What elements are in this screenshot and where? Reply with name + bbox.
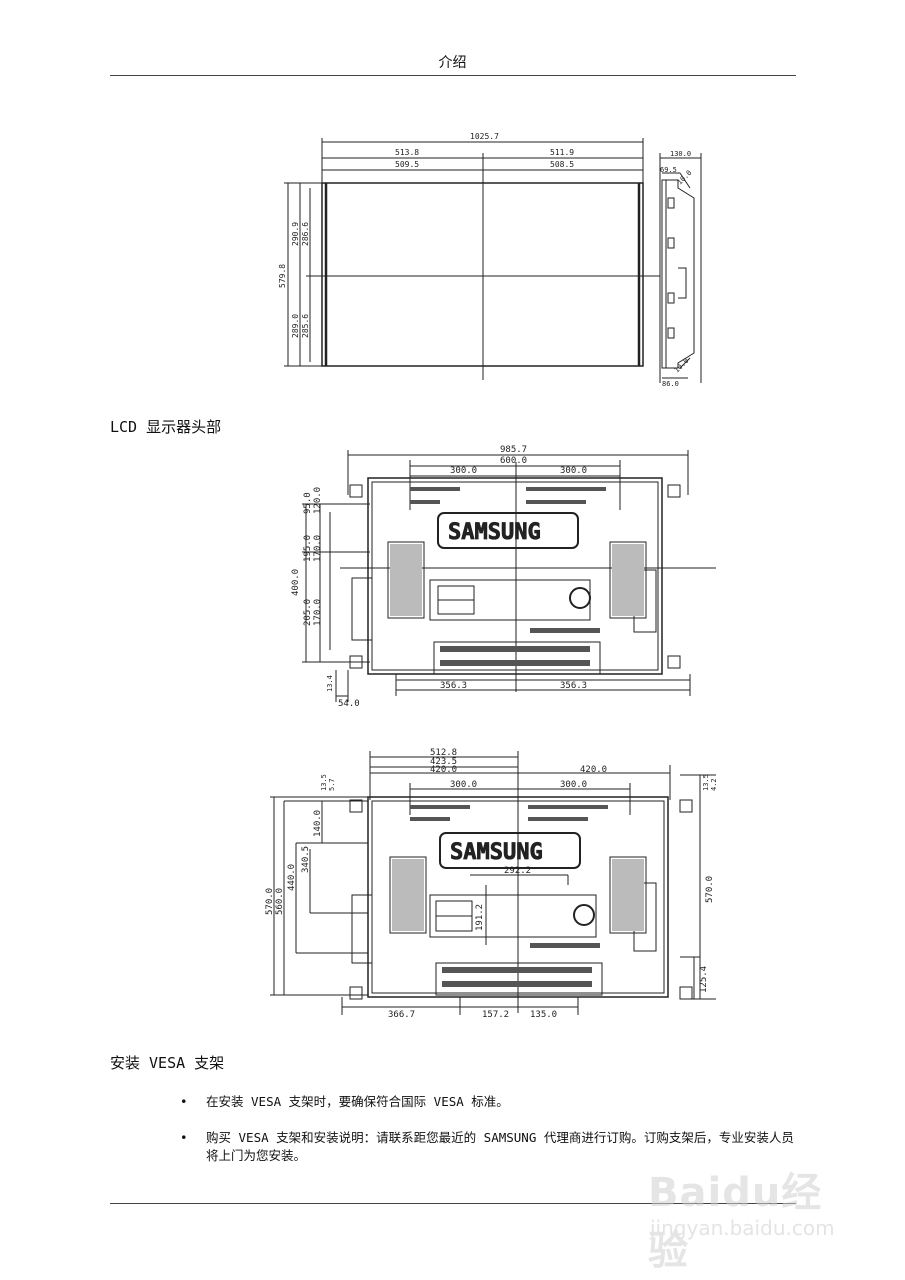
dim-h-560: 560.0 bbox=[275, 888, 285, 915]
watermark-url: jingyan.baidu.com bbox=[650, 1216, 835, 1240]
baidu-watermark: Baidu经验 jingyan.baidu.com bbox=[640, 1140, 860, 1274]
front-side-dimension-drawing: 1025.7 513.8 511.9 509.5 508.5 130.0 69.… bbox=[278, 132, 702, 388]
dim-bottom-c: 135.0 bbox=[530, 1010, 557, 1020]
dim-h-440: 440.0 bbox=[287, 864, 297, 891]
dim-upper-inner: 286.6 bbox=[301, 222, 310, 246]
dim-right-inner: 508.5 bbox=[550, 160, 574, 169]
page-header-title: 介绍 bbox=[438, 55, 467, 71]
dim-w3: 420.0 bbox=[430, 765, 457, 775]
dim-bottom-b: 157.2 bbox=[482, 1010, 509, 1020]
dim-lower-inner: 285.6 bbox=[301, 314, 310, 338]
dim-side-a: 69.5 bbox=[660, 166, 677, 174]
dim-half-right: 300.0 bbox=[560, 780, 587, 790]
section-heading-lcd: LCD 显示器头部 bbox=[110, 418, 222, 436]
dim-bottom-left: 356.3 bbox=[440, 681, 467, 691]
dim-top-small-b: 5.7 bbox=[328, 778, 336, 791]
dim-left-half: 513.8 bbox=[395, 148, 419, 157]
dim-lower: 205.0 bbox=[303, 599, 313, 626]
dim-lower-half: 289.0 bbox=[291, 314, 300, 338]
dim-bottom-a: 366.7 bbox=[388, 1010, 415, 1020]
bullet-text: 购买 VESA 支架和安装说明：请联系距您最近的 SAMSUNG 代理商进行订购… bbox=[206, 1130, 794, 1163]
dim-w2: 423.5 bbox=[430, 757, 457, 767]
dim-mid: 195.0 bbox=[303, 535, 313, 562]
dim-mid-inner: 170.0 bbox=[313, 535, 323, 562]
dim-h-140: 140.0 bbox=[313, 810, 323, 837]
bullet-icon: • bbox=[180, 1094, 188, 1109]
dim-right-bottom: 125.4 bbox=[699, 966, 709, 993]
dim-inner-h: 191.2 bbox=[475, 904, 485, 931]
dim-bottom-right: 356.3 bbox=[560, 681, 587, 691]
dim-half-left: 300.0 bbox=[450, 466, 477, 476]
dim-right-small-a: 13.5 bbox=[702, 774, 710, 791]
dim-right-total: 570.0 bbox=[705, 876, 715, 903]
dim-depth: 130.0 bbox=[670, 150, 691, 158]
dim-side-b: 10.0 bbox=[676, 169, 694, 187]
dim-overall-width: 985.7 bbox=[500, 445, 527, 455]
dim-side-d: 86.0 bbox=[662, 380, 679, 388]
dim-vesa-width: 600.0 bbox=[500, 456, 527, 466]
dim-right-half: 511.9 bbox=[550, 148, 574, 157]
dim-h-340: 340.5 bbox=[301, 846, 311, 873]
dim-top-gap: 95.0 bbox=[303, 492, 313, 514]
dim-top-small-a: 13.5 bbox=[320, 774, 328, 791]
rear-view-mount-drawing: SAMSUNG 512.8 423.5 420.0 420.0 300.0 30… bbox=[265, 748, 718, 1020]
samsung-logo: SAMSUNG bbox=[448, 520, 541, 545]
dim-left-inner: 509.5 bbox=[395, 160, 419, 169]
dim-upper-half: 290.9 bbox=[291, 222, 300, 246]
dim-foot: 54.0 bbox=[338, 699, 360, 709]
footer-rule bbox=[110, 1203, 796, 1204]
dim-height: 400.0 bbox=[291, 569, 301, 596]
dim-half-right: 300.0 bbox=[560, 466, 587, 476]
dim-inner-w: 292.2 bbox=[504, 866, 531, 876]
dim-w1: 512.8 bbox=[430, 748, 457, 758]
dim-bottom-gap: 13.4 bbox=[326, 675, 334, 692]
dim-overall-width: 1025.7 bbox=[470, 132, 499, 141]
dim-lower-inner: 170.0 bbox=[313, 599, 323, 626]
rear-view-dimension-drawing: SAMSUNG 985.7 600.0 300.0 300.0 400.0 95… bbox=[291, 445, 716, 709]
dim-w4: 420.0 bbox=[580, 765, 607, 775]
dim-h-total: 570.0 bbox=[265, 888, 275, 915]
section-heading-vesa: 安装 VESA 支架 bbox=[110, 1054, 225, 1072]
dim-half-left: 300.0 bbox=[450, 780, 477, 790]
dim-side-c: 10.0 bbox=[673, 357, 691, 375]
dim-right-small-b: 4.2 bbox=[710, 778, 718, 791]
dim-top-inner: 120.0 bbox=[313, 487, 323, 514]
header-rule bbox=[110, 75, 796, 76]
dim-height: 579.8 bbox=[278, 264, 287, 288]
samsung-logo: SAMSUNG bbox=[450, 840, 543, 865]
bullet-icon: • bbox=[180, 1130, 188, 1145]
bullet-text: 在安装 VESA 支架时，要确保符合国际 VESA 标准。 bbox=[206, 1094, 509, 1109]
watermark-logo: Baidu经验 bbox=[648, 1170, 823, 1274]
